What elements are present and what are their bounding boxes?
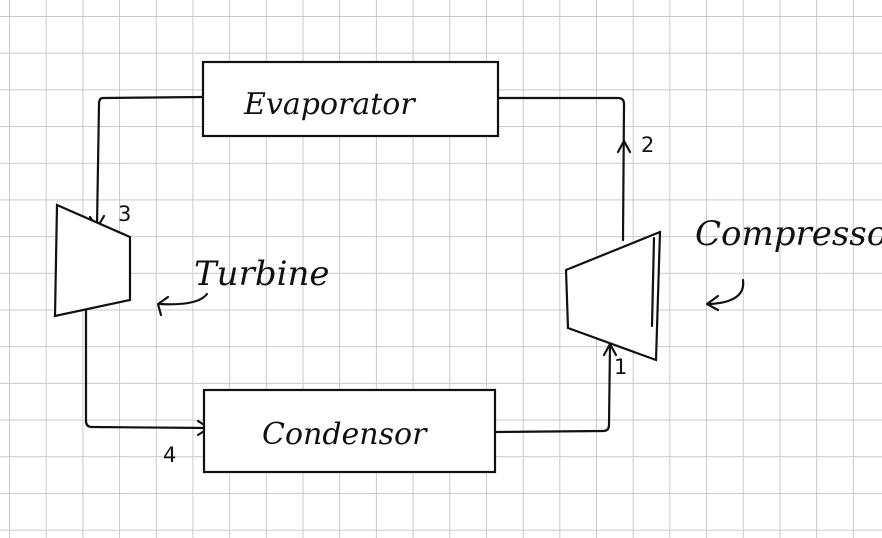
pipe-compressor-to-evaporator bbox=[496, 96, 626, 242]
evaporator-label: Evaporator bbox=[243, 87, 416, 122]
arrow-state-2 bbox=[616, 139, 632, 154]
state-point-2: 2 bbox=[641, 133, 654, 157]
pipe-evaporator-to-turbine bbox=[95, 95, 205, 229]
turbine-shape bbox=[53, 203, 132, 318]
condenser-label: Condensor bbox=[262, 417, 428, 452]
pipe-condenser-to-compressor bbox=[493, 343, 612, 434]
evaporator-box bbox=[201, 60, 500, 138]
turbine-pointer-arrow bbox=[158, 292, 209, 306]
turbine-label: Turbine bbox=[194, 254, 330, 294]
compressor-pointer-arrow bbox=[708, 278, 745, 306]
compressor-shape bbox=[564, 230, 662, 362]
turbine-pointer-arrowhead bbox=[156, 295, 170, 317]
state-point-1: 1 bbox=[614, 355, 627, 379]
compressor-label: Compressor bbox=[695, 214, 882, 254]
state-point-4: 4 bbox=[163, 443, 176, 467]
pipe-turbine-to-condenser bbox=[84, 306, 210, 430]
compressor-pointer-arrowhead bbox=[705, 294, 720, 312]
state-point-3: 3 bbox=[118, 202, 131, 226]
compressor-outline-stroke bbox=[650, 236, 656, 328]
condenser-box bbox=[202, 388, 497, 474]
